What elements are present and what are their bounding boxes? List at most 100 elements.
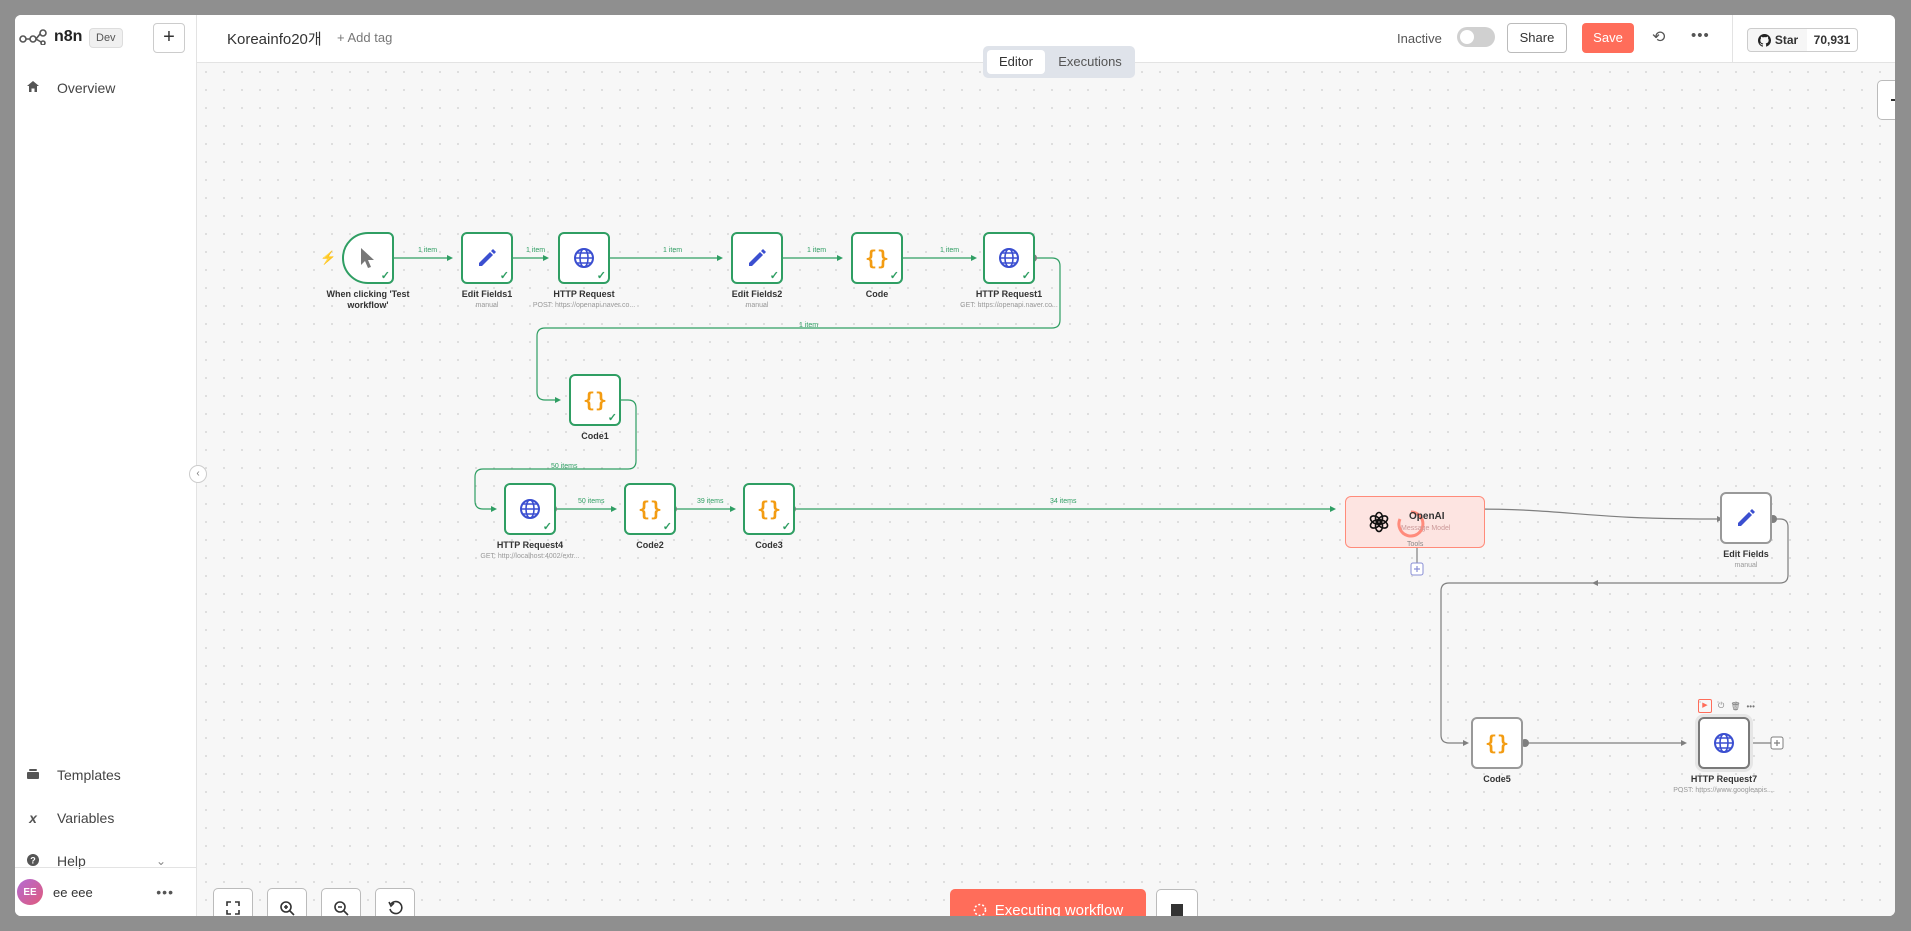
node-http-request4[interactable]: ✓ — [504, 483, 556, 535]
node-edit-fields[interactable] — [1720, 492, 1772, 544]
collapse-sidebar-button[interactable]: ‹ — [189, 465, 207, 483]
save-button[interactable]: Save — [1582, 23, 1634, 53]
node-subtitle: GET: http://localhost:4002/extr... — [480, 553, 580, 560]
edge-label: 1 item — [418, 247, 438, 254]
node-code[interactable]: {} ✓ — [851, 232, 903, 284]
undo-icon — [388, 900, 403, 915]
new-workflow-button[interactable]: + — [153, 23, 185, 53]
svg-text:?: ? — [30, 855, 36, 865]
node-code2[interactable]: {} ✓ — [624, 483, 676, 535]
node-manual-trigger[interactable]: ✓ — [342, 232, 394, 284]
pencil-icon — [479, 249, 496, 266]
toggle-knob — [1460, 30, 1474, 44]
sidebar-item-label: Overview — [57, 80, 116, 96]
node-subtitle: POST: https://www.googleapis.... — [1673, 787, 1775, 794]
node-code1[interactable]: {} ✓ — [569, 374, 621, 426]
node-label: Code — [865, 289, 889, 299]
globe-icon — [574, 248, 594, 268]
add-tag-button[interactable]: + Add tag — [337, 30, 393, 45]
sidebar-item-overview[interactable]: Overview — [15, 70, 196, 106]
node-code3[interactable]: {} ✓ — [743, 483, 795, 535]
home-icon — [23, 80, 43, 96]
executing-workflow-button[interactable]: Executing workflow — [950, 889, 1146, 916]
env-badge: Dev — [89, 28, 123, 48]
zoom-out-button[interactable] — [321, 888, 361, 916]
globe-icon — [999, 248, 1019, 268]
node-toolbar: ▶ ⏻ 🗑 ••• — [1698, 699, 1755, 713]
edge-label: 34 items — [1050, 498, 1077, 505]
workflow-canvas[interactable] — [197, 63, 1895, 916]
success-check-icon: ✓ — [781, 521, 791, 533]
openai-icon — [1369, 511, 1389, 533]
code-braces-icon: {} — [637, 497, 663, 521]
tab-executions[interactable]: Executions — [1058, 54, 1122, 69]
node-edit-fields2[interactable]: ✓ — [731, 232, 783, 284]
sidebar-item-variables[interactable]: x Variables — [15, 800, 196, 836]
user-row: EE ee eee ••• — [15, 867, 196, 916]
node-subtitle: POST: https://openapi.naver.co... — [532, 302, 636, 309]
trash-icon[interactable]: 🗑 — [1730, 701, 1741, 711]
power-icon[interactable]: ⏻ — [1718, 701, 1725, 710]
chevron-down-icon: ⌄ — [155, 854, 166, 868]
success-check-icon: ✓ — [542, 521, 552, 533]
node-label: When clicking 'Test workflow' — [326, 289, 410, 310]
node-http-request1[interactable]: ✓ — [983, 232, 1035, 284]
globe-icon — [520, 499, 540, 519]
success-check-icon: ✓ — [380, 270, 390, 282]
node-subtitle: manual — [475, 302, 499, 309]
plus-icon — [1891, 99, 1895, 101]
success-check-icon: ✓ — [769, 270, 779, 282]
node-subtitle: Message Model — [1401, 525, 1451, 532]
active-toggle[interactable] — [1457, 27, 1495, 47]
code-braces-icon: {} — [756, 497, 782, 521]
zoom-to-fit-button[interactable] — [213, 888, 253, 916]
avatar[interactable]: EE — [17, 879, 43, 905]
add-node-button[interactable] — [1877, 80, 1895, 120]
help-icon: ? — [23, 853, 43, 870]
edge-label: 1 item — [526, 247, 546, 254]
pencil-icon — [1738, 509, 1755, 526]
tab-editor[interactable]: Editor — [987, 50, 1045, 74]
sidebar-item-label: Templates — [57, 767, 121, 783]
node-label: Edit Fields — [1723, 549, 1769, 559]
workflow-name[interactable]: Koreainfo20개 — [227, 31, 322, 48]
spinner-icon — [1397, 510, 1425, 538]
variables-icon: x — [29, 810, 37, 826]
zoom-out-icon — [334, 901, 349, 916]
success-check-icon: ✓ — [889, 270, 899, 282]
share-button[interactable]: Share — [1507, 23, 1567, 53]
connections — [386, 254, 1789, 750]
code-braces-icon: {} — [864, 246, 890, 270]
github-star-button[interactable]: Star — [1747, 28, 1809, 52]
reset-zoom-button[interactable] — [375, 888, 415, 916]
node-http-request7[interactable] — [1698, 717, 1750, 769]
star-count: 70,931 — [1807, 28, 1858, 52]
app-window: n8n Dev + Overview Templates x Variables… — [15, 15, 1895, 916]
node-subtitle: manual — [745, 302, 769, 309]
edge-label: 1 item — [799, 322, 819, 329]
sidebar-item-label: Help — [57, 853, 86, 869]
status-label: Inactive — [1397, 31, 1442, 46]
success-check-icon: ✓ — [1021, 270, 1031, 282]
pencil-icon — [749, 249, 766, 266]
sidebar-item-templates[interactable]: Templates — [15, 757, 196, 793]
tools-label: Tools — [1407, 541, 1424, 548]
zoom-in-icon — [280, 901, 295, 916]
node-subtitle: manual — [1734, 562, 1758, 569]
templates-icon — [23, 767, 43, 783]
node-http-request[interactable]: ✓ — [558, 232, 610, 284]
play-icon[interactable]: ▶ — [1698, 699, 1712, 713]
node-label: HTTP Request1 — [975, 289, 1043, 299]
more-icon[interactable]: ••• — [1746, 701, 1755, 711]
executing-label: Executing workflow — [994, 901, 1124, 917]
more-icon[interactable]: ••• — [156, 884, 174, 900]
zoom-in-button[interactable] — [267, 888, 307, 916]
more-icon[interactable]: ••• — [1691, 27, 1710, 44]
node-edit-fields1[interactable]: ✓ — [461, 232, 513, 284]
stop-execution-button[interactable] — [1156, 889, 1198, 916]
history-icon[interactable]: ⟲ — [1652, 29, 1666, 46]
node-code5[interactable]: {} — [1471, 717, 1523, 769]
node-label: Code5 — [1483, 774, 1511, 784]
node-openai[interactable]: OpenAI Message Model — [1345, 496, 1485, 548]
sidebar-item-help[interactable]: ? Help ⌄ — [15, 843, 196, 879]
